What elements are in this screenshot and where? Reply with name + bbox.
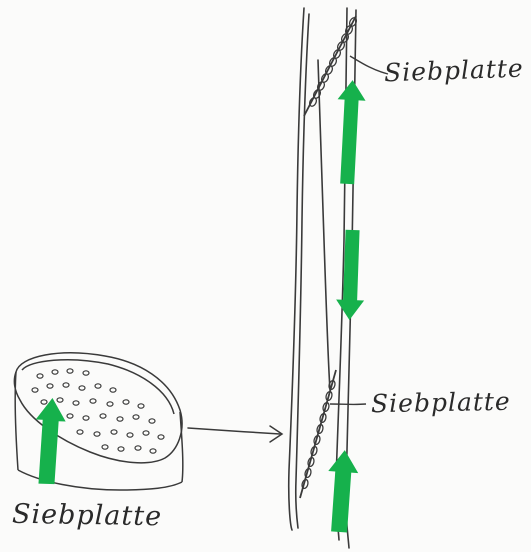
label-sieve-plate-mid: Siebplatte (371, 387, 511, 418)
label-sieve-plate-top: Siebplatte (384, 54, 525, 88)
plate-side-left (15, 372, 18, 470)
flow-arrow-down-mid (335, 230, 366, 321)
tube-wall-left-inner (296, 14, 309, 528)
flow-arrow-up-top (333, 79, 366, 184)
flow-arrow-up-cross-section (33, 398, 66, 485)
flow-arrows (33, 79, 366, 533)
plate-outline-top (14, 353, 182, 463)
connector-arrow (188, 426, 282, 442)
plate-outline-inner (22, 360, 174, 414)
cell-wall-line (318, 60, 330, 390)
sieve-plate-mid-drawing (300, 370, 366, 498)
flow-arrow-up-bottom (324, 449, 360, 533)
label-sieve-plate-bottom: Siebplatte (12, 499, 163, 533)
